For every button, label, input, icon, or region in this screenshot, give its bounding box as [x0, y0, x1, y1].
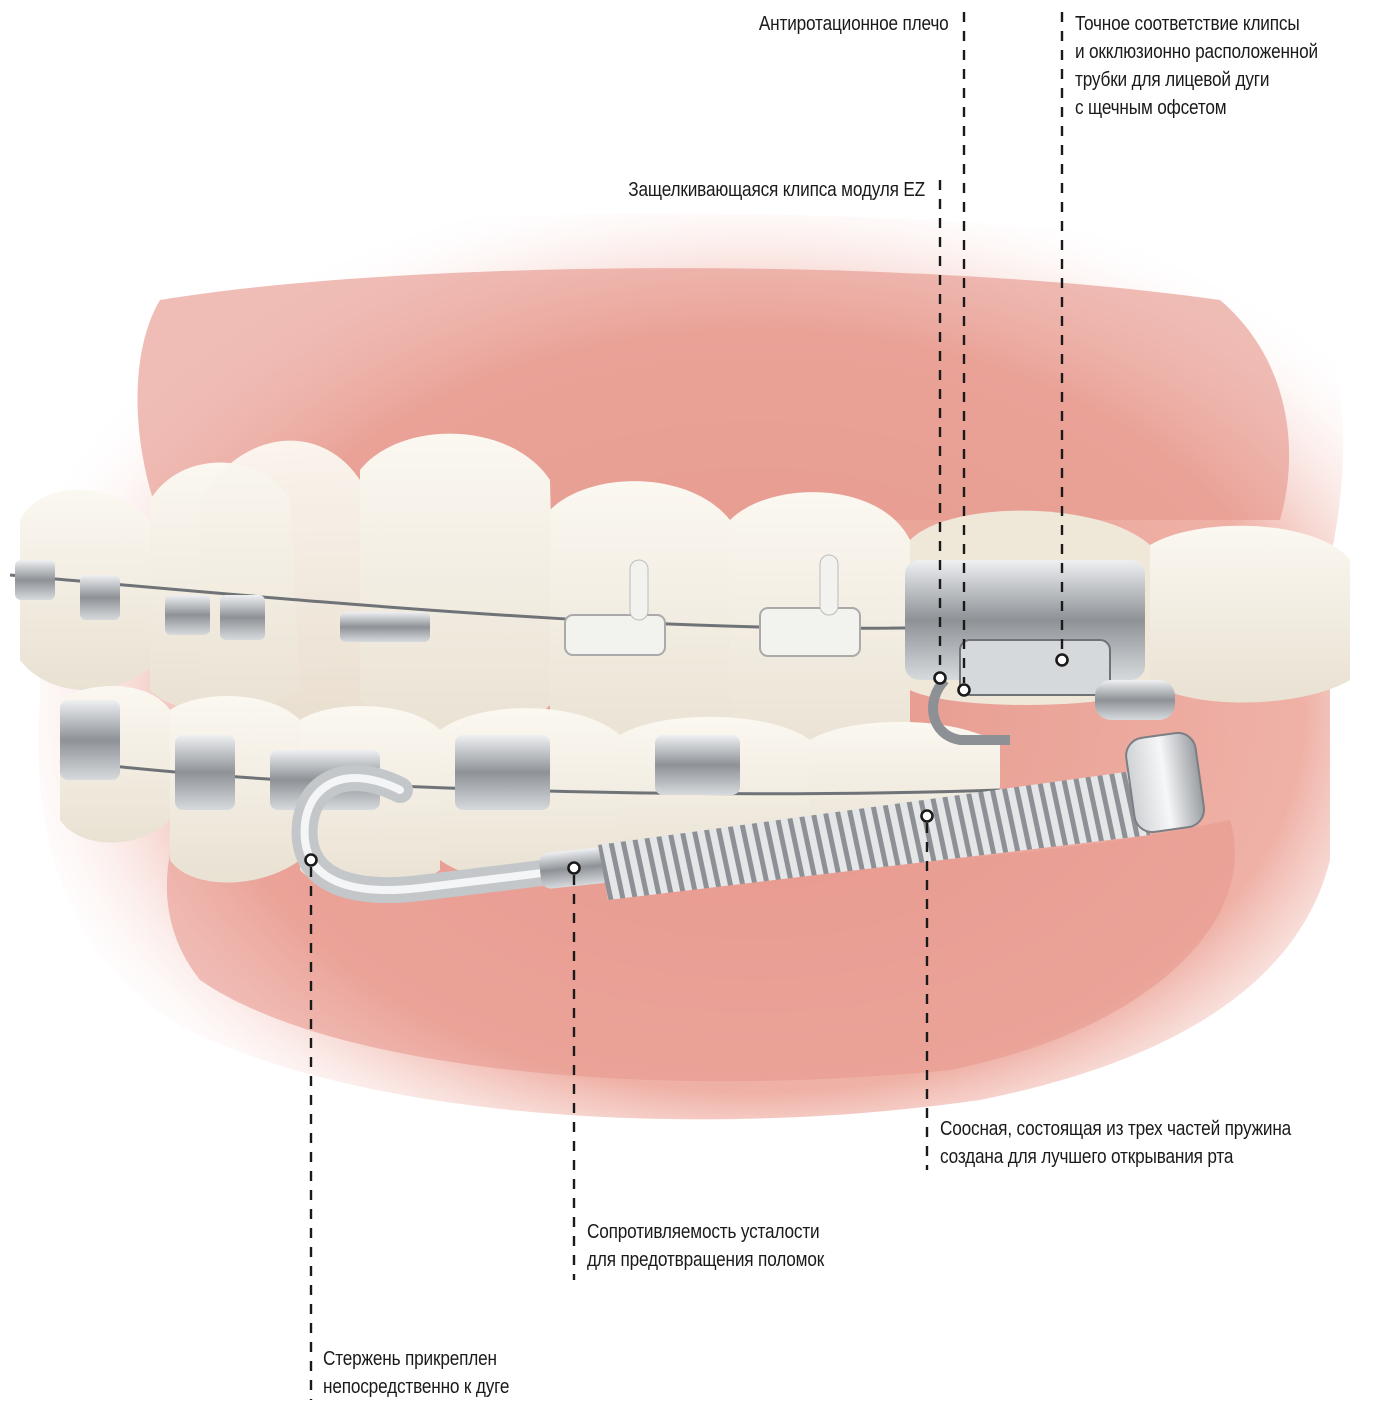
marker-antirotation: [959, 685, 970, 696]
label-spring-line-1: Соосная, состоящая из трех частей пружин…: [940, 1115, 1291, 1143]
marker-fatigue: [569, 863, 580, 874]
label-rod: Стержень прикреплен непосредственно к ду…: [323, 1345, 509, 1401]
label-rod-line-2: непосредственно к дуге: [323, 1373, 509, 1401]
marker-rod: [306, 855, 317, 866]
marker-clip-fit: [1057, 655, 1068, 666]
label-rod-line-1: Стержень прикреплен: [323, 1345, 509, 1373]
label-fatigue-line-1: Сопротивляемость усталости: [587, 1218, 824, 1246]
label-ez-clip-line-1: Защелкивающаяся клипса модуля EZ: [628, 176, 925, 204]
label-spring-line-2: создана для лучшего открывания рта: [940, 1143, 1291, 1171]
label-clip-fit: Точное соответствие клипсы и окклюзионно…: [1075, 10, 1318, 122]
label-antirotation: Антиротационное плечо: [759, 10, 949, 38]
label-fatigue: Сопротивляемость усталости для предотвра…: [587, 1218, 824, 1274]
label-fatigue-line-2: для предотвращения поломок: [587, 1246, 824, 1274]
label-clip-fit-line-3: трубки для лицевой дуги: [1075, 66, 1318, 94]
label-clip-fit-line-2: и окклюзионно расположенной: [1075, 38, 1318, 66]
label-clip-fit-line-4: с щечным офсетом: [1075, 94, 1318, 122]
label-clip-fit-line-1: Точное соответствие клипсы: [1075, 10, 1318, 38]
label-ez-clip: Защелкивающаяся клипса модуля EZ: [628, 176, 925, 204]
label-spring: Соосная, состоящая из трех частей пружин…: [940, 1115, 1291, 1171]
marker-ez-clip: [935, 673, 946, 684]
label-antirotation-line-1: Антиротационное плечо: [759, 10, 949, 38]
marker-spring: [922, 811, 933, 822]
